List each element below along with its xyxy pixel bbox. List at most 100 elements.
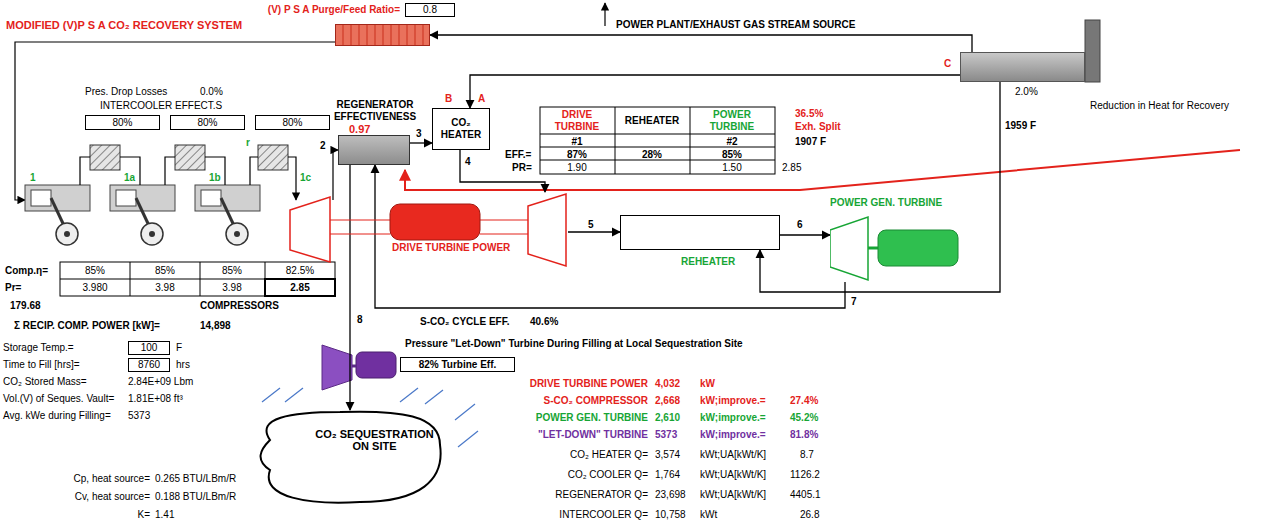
- label-text: 3.98: [129, 282, 201, 294]
- shaft-line: [330, 220, 390, 221]
- compressor-cylinder: [116, 190, 136, 206]
- label-text: S-CO₂ CYCLE EFF.: [420, 316, 509, 328]
- compressor-crank: [56, 223, 78, 245]
- label-text: 3,574: [655, 449, 680, 461]
- compressor-group: [25, 185, 260, 245]
- label-text: 5373: [655, 429, 677, 441]
- vent-arrow: [604, 3, 605, 26]
- label-text: 2: [320, 140, 326, 152]
- label-text: 45.2%: [790, 412, 818, 424]
- graphic-part: [262, 388, 280, 402]
- label-text: Cp, heat source=: [74, 473, 150, 485]
- process-box: 100: [128, 341, 170, 355]
- label-text: 27.4%: [790, 395, 818, 407]
- node-text: 80%: [110, 117, 134, 129]
- label-text: Cv, heat source=: [75, 491, 150, 503]
- shaft-line: [480, 220, 528, 221]
- compressor-cylinder: [201, 190, 221, 206]
- label-text: 1c: [300, 172, 311, 184]
- process-box: CO₂ HEATER: [432, 108, 490, 150]
- flow-line: [410, 142, 432, 143]
- graphic-part: [285, 388, 303, 402]
- compressor-symbol: [290, 197, 330, 262]
- label-text: #1: [541, 136, 613, 148]
- label-text: kWt;UA[kWt/K]: [700, 449, 766, 461]
- node-text: 0.8: [421, 4, 439, 16]
- shaft-line: [868, 247, 878, 250]
- flow-connector: [460, 150, 545, 192]
- graphic-part: [288, 157, 296, 200]
- label-text: CO₂ Stored Mass=: [3, 376, 87, 388]
- label-text: 2.85: [264, 282, 336, 294]
- label-text: Exh. Split: [795, 121, 841, 133]
- label-text: 85%: [59, 265, 131, 277]
- exhaust-stack: [1085, 20, 1100, 82]
- node-text: DRIVE TURBINE POWER: [392, 242, 510, 254]
- flow-connector: [410, 143, 432, 144]
- shaft-line: [480, 234, 528, 235]
- node-text: REHEATER: [681, 256, 735, 268]
- label-text: 1,764: [655, 469, 680, 481]
- process-box: MODIFIED (V)P S A CO₂ RECOVERY SYSTEM: [335, 24, 430, 46]
- process-box: 80%: [85, 115, 160, 130]
- flow-connector: [375, 165, 845, 308]
- graphic-part: [205, 157, 225, 185]
- label-text: Pres. Drop Losses: [85, 86, 167, 98]
- compressor-body: [195, 185, 260, 211]
- label-text: 10,758: [655, 509, 686, 521]
- label-text: Comp.η=: [5, 265, 48, 277]
- letdown-shaft: [352, 365, 356, 368]
- flow-line: [780, 234, 830, 235]
- label-text: INTERCOOLER Q=: [559, 509, 648, 521]
- compressor-cylinder: [31, 190, 51, 206]
- graphic-part: [425, 390, 443, 404]
- process-box: 8760: [128, 358, 170, 372]
- label-text: F: [176, 342, 182, 354]
- label-text: kW;improve.=: [700, 412, 766, 424]
- label-text: DRIVE TURBINE POWER: [530, 378, 648, 390]
- node-text: 80%: [195, 117, 219, 129]
- label-text: 3: [416, 128, 422, 140]
- label-text: 2,610: [655, 412, 680, 424]
- flow-line: [760, 82, 1000, 292]
- leader-arrow: [405, 150, 1240, 190]
- process-box: 80%: [255, 115, 330, 130]
- interstage-pipes: [80, 150, 338, 200]
- graphic-part: [615, 107, 616, 174]
- shaft-line: [330, 234, 390, 235]
- turbine-symbol: [528, 194, 566, 266]
- intercooler-symbol: [258, 145, 288, 170]
- compressor-crank: [141, 223, 163, 245]
- label-text: C: [944, 58, 951, 70]
- compressor-hub: [234, 231, 240, 237]
- compressor-hub: [64, 231, 70, 237]
- label-text: 40.6%: [530, 316, 558, 328]
- turbine-symbol: [830, 217, 868, 280]
- label-text: 0.188 BTU/LBm/R: [155, 491, 236, 503]
- vault-outline: [261, 412, 441, 503]
- graphic-part: [690, 107, 691, 174]
- shape-outline: [830, 215, 960, 282]
- shape-outline: [288, 192, 568, 268]
- intercooler-symbol: [90, 145, 120, 170]
- label-text: 4,032: [655, 378, 680, 390]
- flow-connector: [470, 75, 960, 108]
- flow-connector: [760, 82, 1000, 292]
- label-text: EFF.=: [505, 149, 531, 161]
- table-grid: [60, 107, 775, 296]
- label-text: 8: [357, 314, 363, 326]
- graphic-part: [540, 107, 775, 174]
- label-text: 3.980: [59, 282, 131, 294]
- node-text: POWER PLANT/EXHAUST GAS STREAM SOURCE: [616, 19, 855, 31]
- label-text: 26.8: [800, 509, 819, 521]
- node-text: POWER GEN. TURBINE: [830, 197, 942, 209]
- label-text: 1.41: [155, 509, 174, 521]
- compressor-body: [110, 185, 175, 211]
- feed-pipe: [15, 42, 335, 200]
- label-text: #2: [696, 136, 768, 148]
- label-text: B: [445, 93, 452, 105]
- process-box: 80%: [170, 115, 245, 130]
- label-text: CO₂ HEATER Q=: [570, 449, 648, 461]
- label-text: COMPRESSORS: [200, 300, 279, 312]
